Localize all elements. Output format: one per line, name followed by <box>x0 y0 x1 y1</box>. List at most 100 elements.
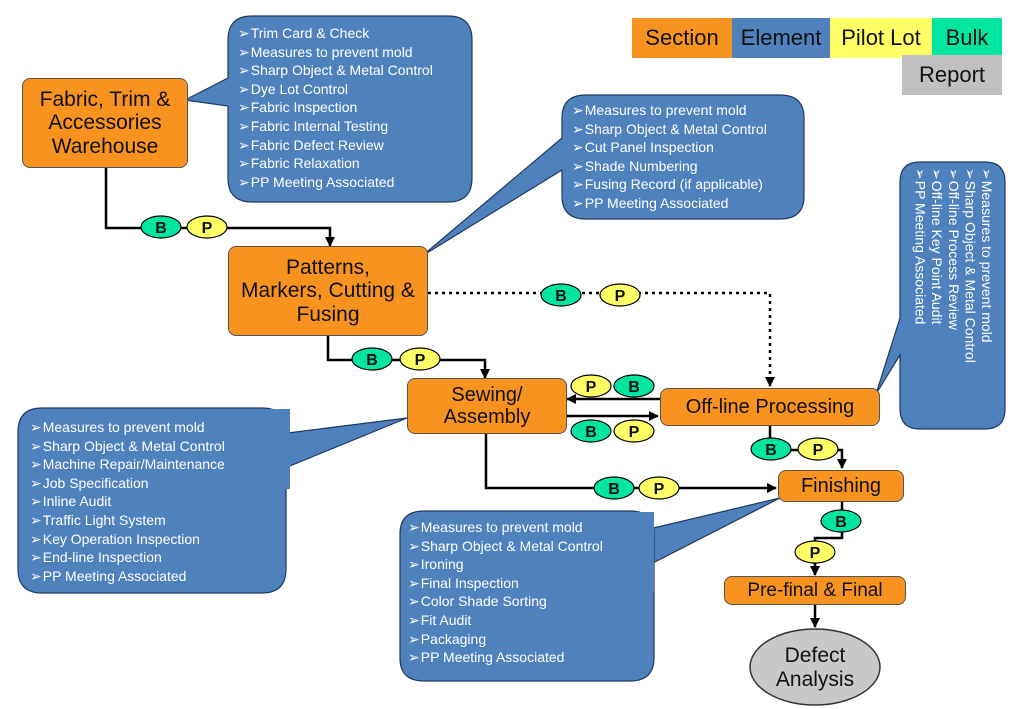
callout-item: Dye Lot Control <box>238 80 433 99</box>
svg-text:P: P <box>586 379 597 396</box>
legend-bulk: Bulk <box>932 18 1002 58</box>
callout-item: PP Meeting Associated <box>238 173 433 192</box>
callout-item: Sharp Object & Metal Control <box>572 120 767 139</box>
callout-item: Trim Card & Check <box>238 24 433 43</box>
callout-item: Off-line Key Point Audit <box>929 168 945 423</box>
callout-item: Measures to prevent mold <box>408 518 603 537</box>
warehouse-label-line-2: Accessories <box>48 111 162 135</box>
callout-item: Fabric Inspection <box>238 98 433 117</box>
callout-item: Measures to prevent mold <box>238 43 433 62</box>
callout-item: Fit Audit <box>408 611 603 630</box>
legend-element: Element <box>732 18 830 58</box>
svg-text:P: P <box>810 545 821 562</box>
svg-text:B: B <box>835 514 847 531</box>
callout-item: Final Inspection <box>408 574 603 593</box>
svg-text:B: B <box>366 352 378 369</box>
callout-item: Sharp Object & Metal Control <box>238 61 433 80</box>
badge-pilot-warehouse: P <box>186 215 228 239</box>
callout-item: Measures to prevent mold <box>30 418 225 437</box>
report-node-defect-analysis: Defect Analysis <box>750 640 880 696</box>
callout-item: Machine Repair/Maintenance <box>30 455 225 474</box>
callout-item: Shade Numbering <box>572 157 767 176</box>
callout-item: Key Operation Inspection <box>30 530 225 549</box>
patterns-label-line-1: Patterns, <box>285 255 371 279</box>
svg-text:P: P <box>629 424 640 441</box>
badge-pilot-sewing-offline: P <box>613 419 655 443</box>
section-node-prefinal: Pre-final & Final <box>724 576 906 605</box>
legend-section: Section <box>632 18 732 58</box>
callout-item: Measures to prevent mold <box>978 168 995 423</box>
legend-report: Report <box>902 55 1002 95</box>
callout-list-offline: Measures to prevent mold Sharp Object & … <box>912 168 995 423</box>
section-node-finishing: Finishing <box>778 470 904 502</box>
legend-pilot-lot: Pilot Lot <box>830 18 932 58</box>
sewing-label-line-2: Assembly <box>443 406 531 428</box>
badge-bulk-warehouse: B <box>140 215 182 239</box>
callout-item: Ironing <box>408 555 603 574</box>
callout-item: Off-line Process Review <box>945 168 962 423</box>
badge-pilot-offline-sewing: P <box>570 374 612 398</box>
callout-list-sewing: Measures to prevent mold Sharp Object & … <box>30 418 225 585</box>
svg-text:B: B <box>765 442 777 459</box>
svg-text:B: B <box>155 220 167 237</box>
badge-bulk-offline-sewing: B <box>613 374 655 398</box>
callout-item: Measures to prevent mold <box>572 101 767 120</box>
section-node-sewing: Sewing/ Assembly <box>407 378 567 434</box>
callout-item: Fusing Record (if applicable) <box>572 175 767 194</box>
callout-item: PP Meeting Associated <box>572 194 767 213</box>
sewing-label-line-1: Sewing/ <box>451 383 523 406</box>
badge-bulk-offline-finishing: B <box>750 437 792 461</box>
callout-item: Fabric Internal Testing <box>238 117 433 136</box>
svg-text:P: P <box>813 442 824 459</box>
section-node-warehouse: Fabric, Trim & Accessories Warehouse <box>22 78 188 168</box>
svg-text:B: B <box>585 424 597 441</box>
callout-item: Sharp Object & Metal Control <box>408 537 603 556</box>
prefinal-label: Pre-final & Final <box>747 579 883 601</box>
report-node-defect-analysis-shape <box>749 628 881 706</box>
callout-item: Job Specification <box>30 474 225 493</box>
svg-text:P: P <box>415 352 426 369</box>
defect-label-line-2: Analysis <box>775 668 855 691</box>
patterns-label-line-2: Markers, Cutting & <box>241 279 415 303</box>
finishing-label: Finishing <box>800 474 882 497</box>
badge-bulk-patterns-offline: B <box>540 283 582 307</box>
badge-bulk-patterns-sewing: B <box>351 347 393 371</box>
badge-bulk-sewing-offline: B <box>570 419 612 443</box>
badge-pilot-sewing-finishing: P <box>638 476 680 500</box>
svg-text:P: P <box>615 288 626 305</box>
callout-seam-finishing <box>624 512 654 592</box>
connector-patterns-to-offline <box>428 291 775 387</box>
callout-item: Packaging <box>408 630 603 649</box>
callout-item: Sharp Object & Metal Control <box>962 168 978 423</box>
svg-text:B: B <box>555 288 567 305</box>
callout-item: PP Meeting Associated <box>408 648 603 667</box>
callout-item: Traffic Light System <box>30 511 225 530</box>
callout-item: Color Shade Sorting <box>408 592 603 611</box>
badge-pilot-offline-finishing: P <box>797 437 839 461</box>
offline-label: Off-line Processing <box>685 395 855 418</box>
callout-list-finishing: Measures to prevent mold Sharp Object & … <box>408 518 603 667</box>
svg-text:B: B <box>628 379 640 396</box>
svg-text:P: P <box>654 481 665 498</box>
badge-pilot-patterns-offline: P <box>599 283 641 307</box>
badge-bulk-finishing-prefinal: B <box>820 509 862 533</box>
callout-item: Sharp Object & Metal Control <box>30 437 225 456</box>
callout-item: Fabric Defect Review <box>238 136 433 155</box>
svg-text:B: B <box>608 481 620 498</box>
callout-list-cutting: Measures to prevent mold Sharp Object & … <box>572 101 767 213</box>
defect-label-line-1: Defect <box>784 643 846 667</box>
callout-list-warehouse: Trim Card & Check Measures to prevent mo… <box>238 24 433 191</box>
badge-bulk-sewing-finishing: B <box>593 476 635 500</box>
svg-text:P: P <box>202 220 213 237</box>
section-node-patterns: Patterns, Markers, Cutting & Fusing <box>228 246 428 336</box>
warehouse-label-line-3: Warehouse <box>51 134 159 158</box>
callout-seam-sewing <box>260 409 290 489</box>
badge-pilot-finishing-prefinal: P <box>794 540 836 564</box>
callout-item: PP Meeting Associated <box>912 168 929 423</box>
callout-item: Fabric Relaxation <box>238 154 433 173</box>
badge-pilot-patterns-sewing: P <box>399 347 441 371</box>
section-node-offline-processing: Off-line Processing <box>660 388 880 426</box>
callout-item: PP Meeting Associated <box>30 567 225 586</box>
patterns-label-line-3: Fusing <box>296 302 360 326</box>
